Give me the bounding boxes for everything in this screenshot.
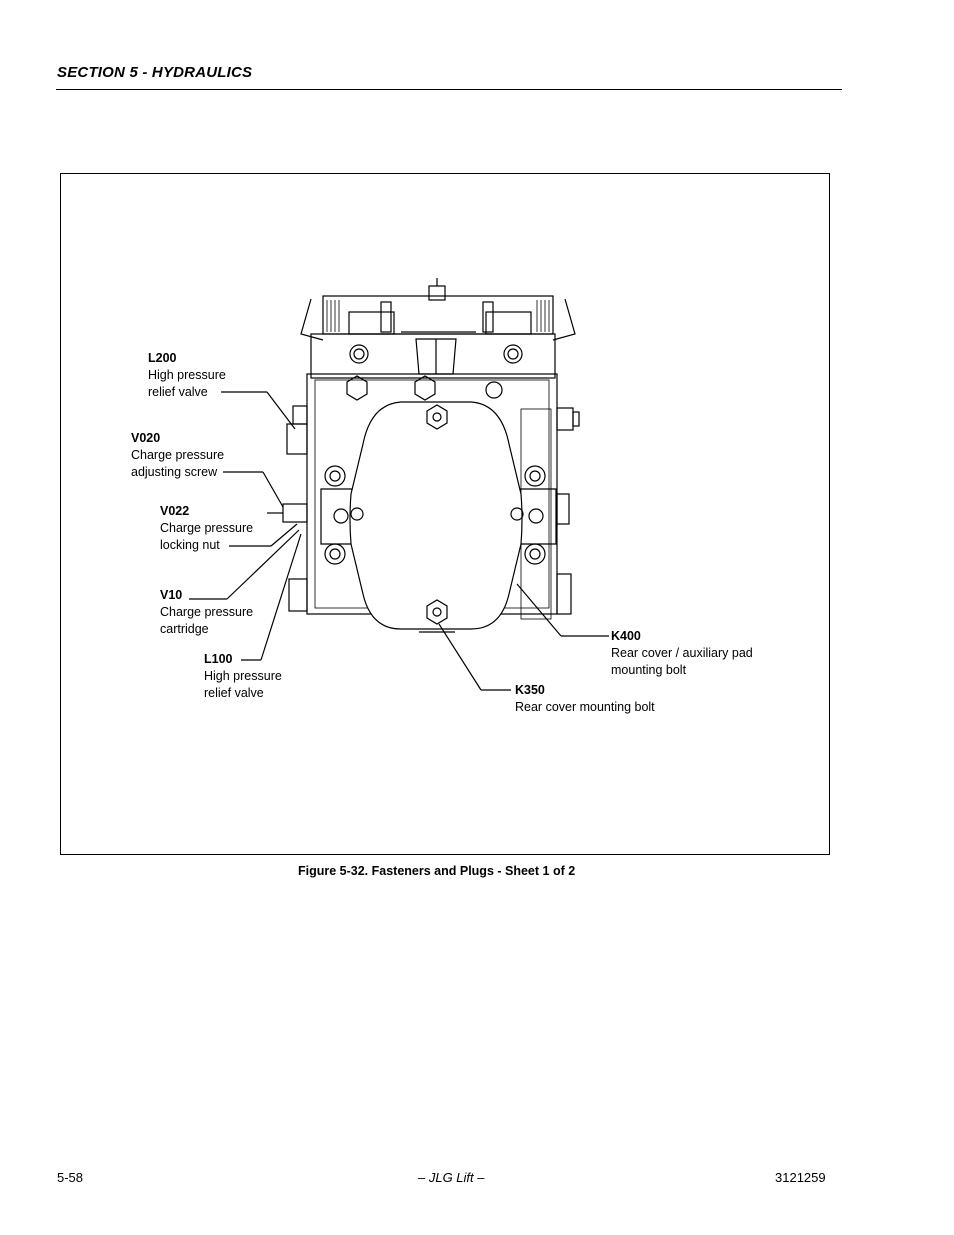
callout-l200: L200 High pressure relief valve — [148, 350, 226, 401]
callout-line: Charge pressure — [131, 448, 225, 462]
callout-line: Charge pressure — [160, 521, 254, 535]
callout-line: High pressure — [148, 368, 226, 382]
callout-k400: K400 Rear cover / auxiliary pad mounting… — [611, 628, 753, 679]
callout-line: cartridge — [160, 622, 209, 636]
callout-code: V022 — [160, 504, 190, 518]
callout-line: High pressure — [204, 669, 282, 683]
header-rule — [56, 89, 842, 90]
footer-brand: – JLG Lift – — [418, 1170, 485, 1185]
callout-code: L200 — [148, 351, 177, 365]
callout-code: V10 — [160, 588, 183, 602]
figure-frame — [60, 173, 830, 855]
callout-line: locking nut — [160, 538, 220, 552]
callout-line: Rear cover / auxiliary pad — [611, 646, 753, 660]
section-title: SECTION 5 - HYDRAULICS — [57, 64, 253, 81]
page-number: 5-58 — [57, 1170, 84, 1185]
pump-drawing — [189, 278, 609, 691]
callout-line: relief valve — [148, 385, 208, 399]
callout-v10: V10 Charge pressure cartridge — [160, 587, 253, 638]
callout-line: Rear cover mounting bolt — [515, 700, 655, 714]
figure-caption: Figure 5-32. Fasteners and Plugs - Sheet… — [298, 864, 576, 878]
callout-line: Charge pressure — [160, 605, 254, 619]
callout-l100: L100 High pressure relief valve — [204, 651, 282, 702]
callout-line: adjusting screw — [131, 465, 218, 479]
callout-code: K400 — [611, 629, 641, 643]
callout-code: K350 — [515, 683, 545, 697]
callout-line: relief valve — [204, 686, 264, 700]
callout-v022: V022 Charge pressure locking nut — [160, 503, 253, 554]
callout-line: mounting bolt — [611, 663, 687, 677]
document-number: 3121259 — [775, 1170, 826, 1185]
callout-code: L100 — [204, 652, 233, 666]
callout-k350: K350 Rear cover mounting bolt — [515, 682, 655, 716]
callout-code: V020 — [131, 431, 161, 445]
callout-v020: V020 Charge pressure adjusting screw — [131, 430, 224, 481]
